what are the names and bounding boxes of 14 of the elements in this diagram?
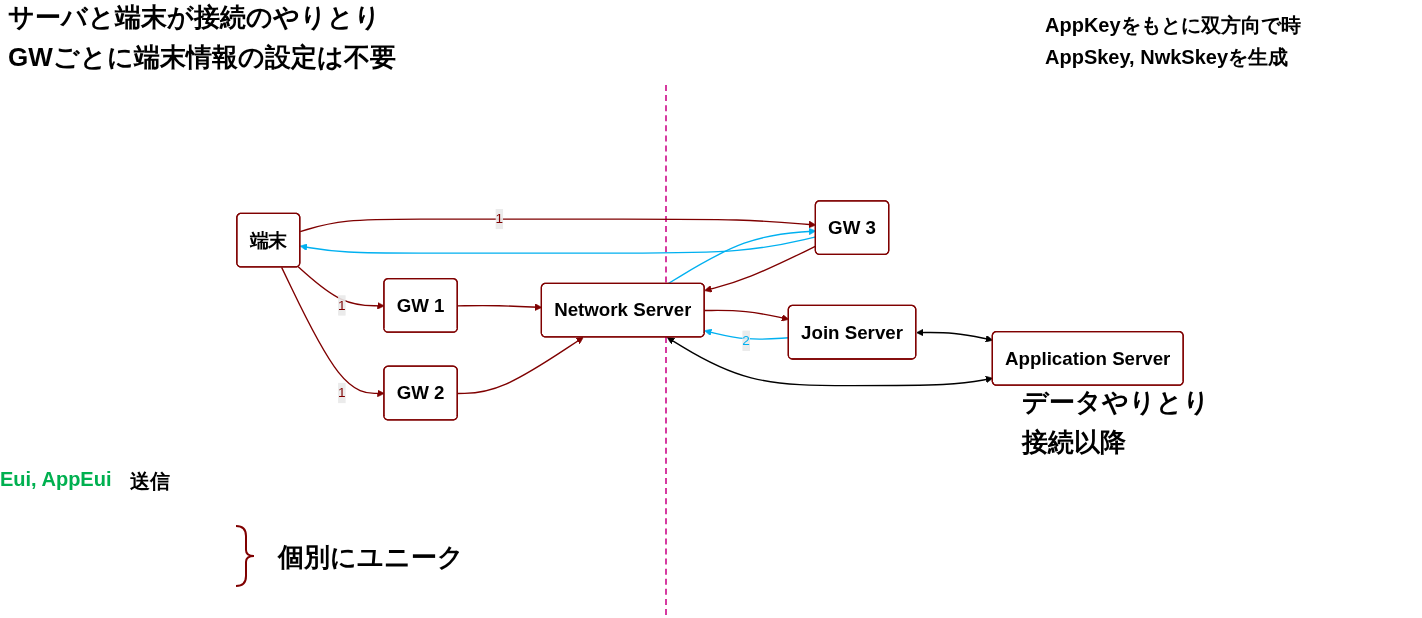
note-text: AppSkey, NwkSkeyを生成 (1045, 45, 1289, 70)
note-text: データやりとり (1022, 386, 1210, 419)
edge-label: 1 (338, 297, 346, 312)
edge-label: 2 (742, 332, 750, 348)
heading-text: サーバと端末が接続のやりとり (8, 1, 381, 34)
note-text: 接続以降 (1022, 426, 1126, 459)
note-text: 個別にユニーク (278, 541, 464, 574)
note-text: 送信 (130, 469, 170, 494)
note-text: AppKeyをもとに双方向で時 (1045, 13, 1301, 38)
heading-text: GWごとに端末情報の設定は不要 (8, 41, 396, 74)
edge-label: 1 (338, 385, 346, 400)
note-text: Eui, AppEui (0, 468, 112, 491)
edge-label: 1 (495, 211, 504, 226)
arrow (457, 336, 584, 394)
